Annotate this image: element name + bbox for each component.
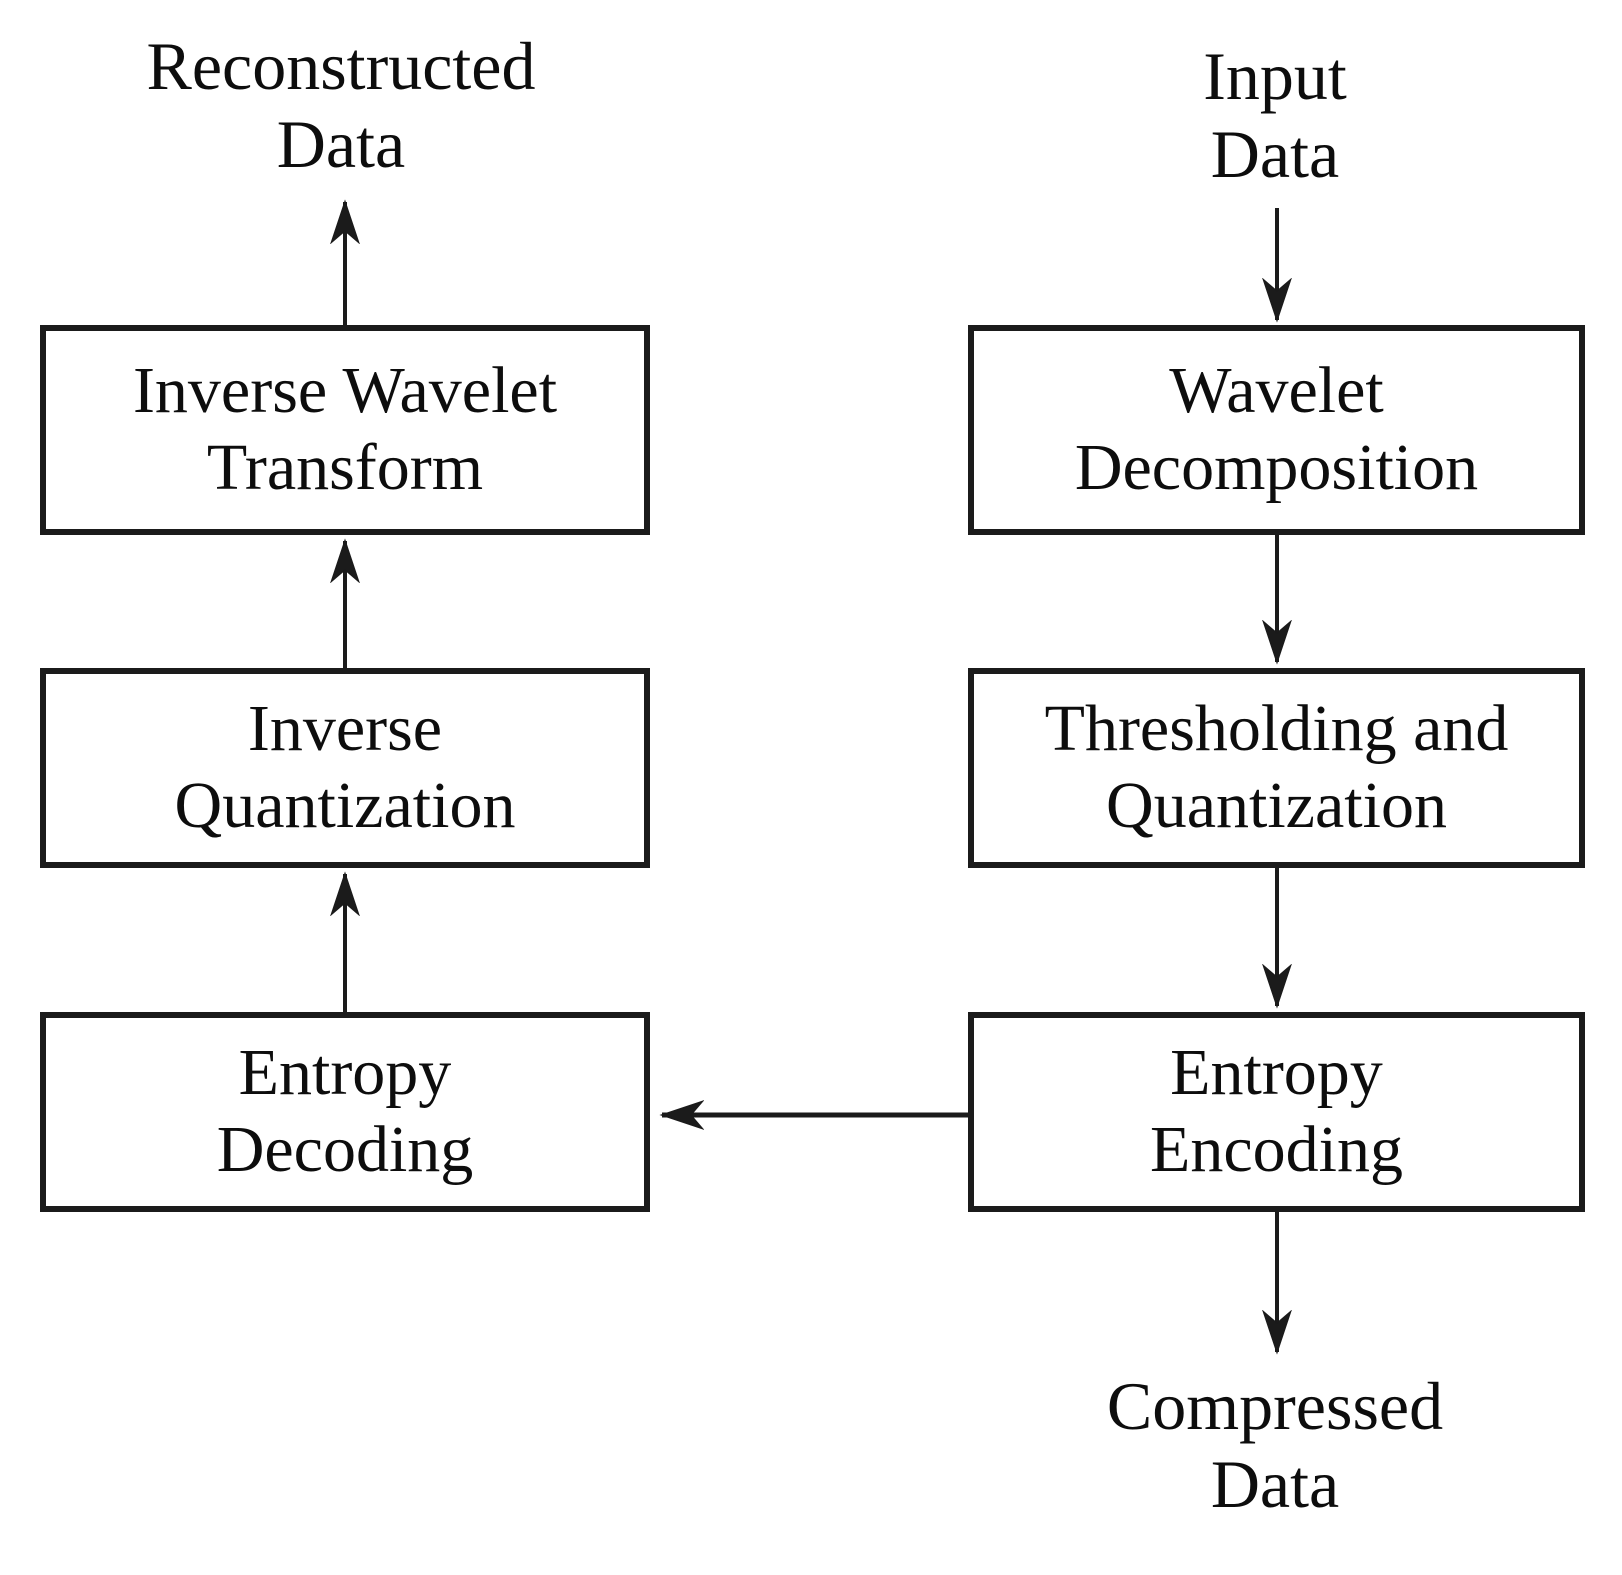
box-inverse-quantization: Inverse Quantization (40, 668, 650, 868)
label-compressed-data: Compressed Data (1106, 1368, 1444, 1522)
box-wavelet-decomposition: Wavelet Decomposition (968, 325, 1585, 535)
box-entropy-encoding: Entropy Encoding (968, 1012, 1585, 1212)
box-inverse-wavelet-transform: Inverse Wavelet Transform (40, 325, 650, 535)
label-input-data: Input Data (1203, 38, 1347, 192)
box-thresholding-quantization: Thresholding and Quantization (968, 668, 1585, 868)
box-entropy-decoding: Entropy Decoding (40, 1012, 650, 1212)
label-reconstructed-data: Reconstructed Data (146, 28, 536, 182)
